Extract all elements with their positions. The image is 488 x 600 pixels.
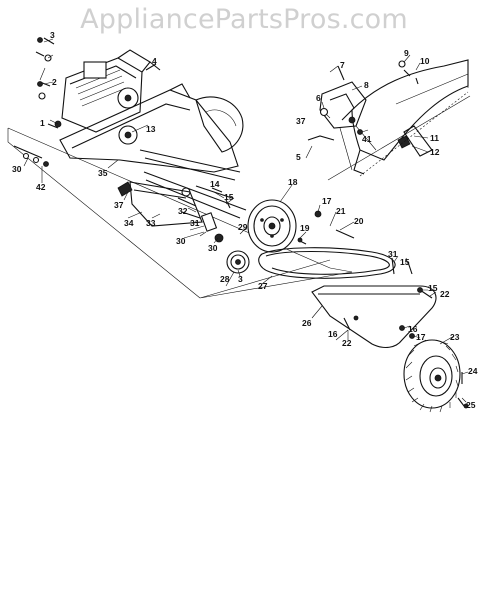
callout-1: 1: [40, 118, 45, 128]
callout-23: 23: [450, 332, 460, 342]
callout-15-lower: 15: [428, 283, 438, 293]
callout-15-right: 15: [400, 257, 410, 267]
callout-26: 26: [302, 318, 312, 328]
callout-28: 28: [220, 274, 230, 284]
callout-15-left: 15: [224, 192, 234, 202]
frame: [59, 83, 244, 181]
callout-8: 8: [364, 80, 369, 90]
callout-30-left: 30: [12, 164, 22, 174]
callout-5: 5: [296, 152, 301, 162]
handle-cable: [327, 91, 471, 181]
callout-2: 2: [52, 77, 57, 87]
callout-6: 6: [316, 93, 321, 103]
callout-33: 32: [178, 206, 188, 216]
callout-20: 20: [354, 216, 364, 226]
callout-29: 29: [238, 222, 248, 232]
callout-16: 16: [328, 329, 338, 339]
bracket: [117, 181, 203, 227]
wheel: [403, 339, 461, 413]
belt-guard: [311, 285, 437, 349]
callout-41: 42: [36, 182, 46, 192]
callout-24: 24: [468, 366, 478, 376]
callout-27: 27: [258, 281, 268, 291]
hardware: [13, 37, 469, 409]
callout-39-left: 37: [114, 200, 124, 210]
callout-18: 18: [288, 177, 298, 187]
callout-16-right: 16: [408, 324, 418, 334]
idler-pulley: [226, 250, 250, 274]
callout-13: 13: [146, 124, 156, 134]
callout-42: 41: [362, 134, 372, 144]
callout-9: 9: [404, 48, 409, 58]
callout-34: 33: [146, 218, 156, 228]
callout-12: 12: [430, 147, 440, 157]
callout-32: 31: [190, 218, 200, 228]
callout-3-bottom: 3: [238, 274, 243, 284]
callout-30: 30: [208, 243, 218, 253]
callout-21: 21: [336, 206, 346, 216]
callout-7: 7: [340, 60, 345, 70]
engine: [61, 49, 151, 133]
callout-17-top: 17: [322, 196, 332, 206]
callout-25: 25: [466, 400, 476, 410]
leader-lines: [23, 38, 469, 403]
callout-3-top: 3: [50, 30, 55, 40]
callout-37: 35: [98, 168, 108, 178]
callout-14: 14: [210, 179, 220, 189]
callout-11: 11: [430, 133, 439, 143]
main-pulley: [247, 199, 297, 253]
callout-19: 19: [300, 223, 310, 233]
callout-35: 34: [124, 218, 134, 228]
callout-31-left: 30: [176, 236, 186, 246]
callout-39-right: 37: [296, 116, 306, 126]
callout-31-right: 31: [388, 249, 398, 259]
callout-17-lower: 17: [416, 332, 426, 342]
callout-4: 4: [152, 56, 157, 66]
callout-10: 10: [420, 56, 430, 66]
callout-22-bottom: 22: [342, 338, 352, 348]
drive-shaft: [143, 171, 247, 243]
callout-labels: 1 2 3 4 5 6 7 8 9 10 11 12 13 14 15 18 1…: [12, 30, 478, 410]
handle-bracket-assembly: [319, 59, 469, 175]
drive-belt: [258, 247, 396, 279]
assembly-outline: [7, 127, 353, 299]
callout-22-right: 22: [440, 289, 450, 299]
